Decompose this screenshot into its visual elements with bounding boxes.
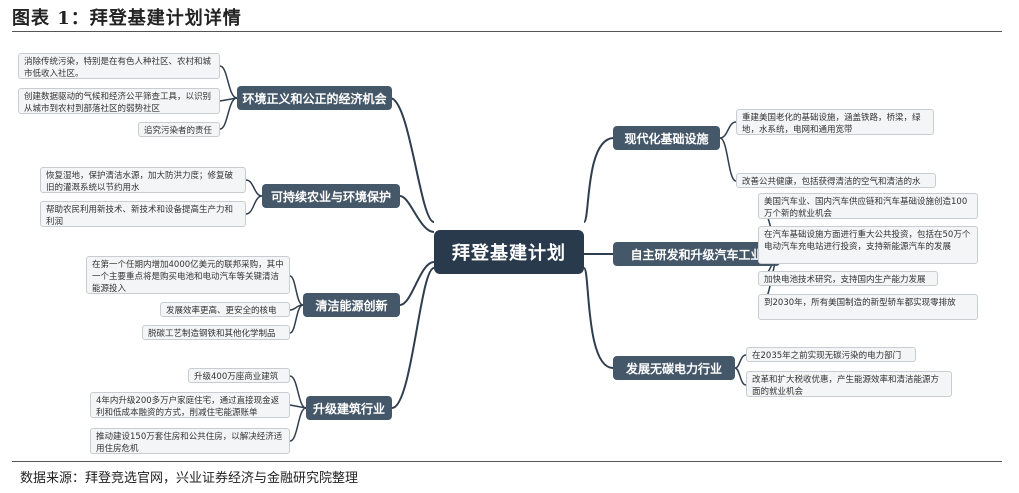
root-node: 拜登基建计划: [434, 230, 584, 274]
leaf-carbon-free-2035: 在2035年之前实现无碳污染的电力部门: [746, 347, 916, 362]
leaf-auto-jobs: 美国汽车业、国内汽车供应链和汽车基础设施创造100万个新的就业机会: [758, 193, 978, 219]
figure-title: 图表 1：拜登基建计划详情: [12, 8, 242, 29]
leaf-home-upgrades: 4年内升级200多万户家庭住宅，通过直接现金返利和低成本融资的方式，削减住宅能源…: [90, 392, 290, 418]
leaf-nuclear-power: 发展效率更高、更安全的核电: [160, 302, 290, 317]
leaf-zero-emission-2030: 到2030年，所有美国制造的新型轿车都实现零排放: [758, 294, 978, 320]
footer-rule: [12, 461, 1002, 462]
leaf-tax-incentives: 改革和扩大税收优惠，产生能源效率和清洁能源方面的就业机会: [746, 371, 952, 397]
branch-infrastructure: 现代化基础设施: [613, 126, 720, 150]
leaf-ev-charging: 在汽车基础设施方面进行重大公共投资，包括在50万个电动汽车充电站进行投资，支持新…: [758, 226, 978, 264]
branch-auto-industry: 自主研发和升级汽车工业: [613, 242, 780, 266]
leaf-farmer-technology: 帮助农民利用新技术、新技术和设备提高生产力和利润: [40, 201, 246, 227]
source-note: 数据来源：拜登竞选官网，兴业证券经济与金融研究院整理: [20, 471, 359, 486]
branch-environmental-justice: 环境正义和公正的经济机会: [237, 86, 392, 110]
leaf-commercial-buildings: 升级400万座商业建筑: [188, 368, 290, 383]
leaf-screening-tool: 创建数据驱动的气候和经济公平筛查工具，以识别从城市到农村到部落社区的弱势社区: [18, 88, 220, 114]
branch-clean-energy: 清洁能源创新: [303, 293, 400, 317]
leaf-eliminate-pollution: 消除传统污染，特别是在有色人种社区、农村和城市低收入社区。: [18, 53, 220, 79]
branch-buildings: 升级建筑行业: [306, 396, 392, 420]
leaf-restore-wetlands: 恢复湿地，保护清洁水源，加大防洪力度；修复破旧的灌溉系统以节约用水: [40, 167, 246, 193]
leaf-affordable-housing: 推动建设150万套住房和公共住房，以解决经济适用住房危机: [90, 428, 290, 454]
branch-sustainable-agriculture: 可持续农业与环境保护: [262, 184, 400, 208]
title-rule: [12, 31, 1002, 32]
leaf-federal-procurement: 在第一个任期内增加4000亿美元的联邦采购，其中一个主要重点将是购买电池和电动汽…: [86, 256, 290, 294]
leaf-rebuild-infrastructure: 重建美国老化的基础设施，涵盖铁路，桥梁，绿地，水系统，电网和通用宽带: [736, 109, 934, 135]
branch-carbon-free-power: 发展无碳电力行业: [613, 356, 735, 380]
leaf-battery-research: 加快电池技术研究，支持国内生产能力发展: [758, 271, 938, 286]
leaf-public-health: 改善公共健康，包括获得清洁的空气和清洁的水: [736, 173, 936, 188]
leaf-polluter-accountability: 追究污染者的责任: [138, 122, 220, 137]
leaf-decarbonize-steel: 脱碳工艺制造钢铁和其他化学制品: [142, 325, 290, 340]
